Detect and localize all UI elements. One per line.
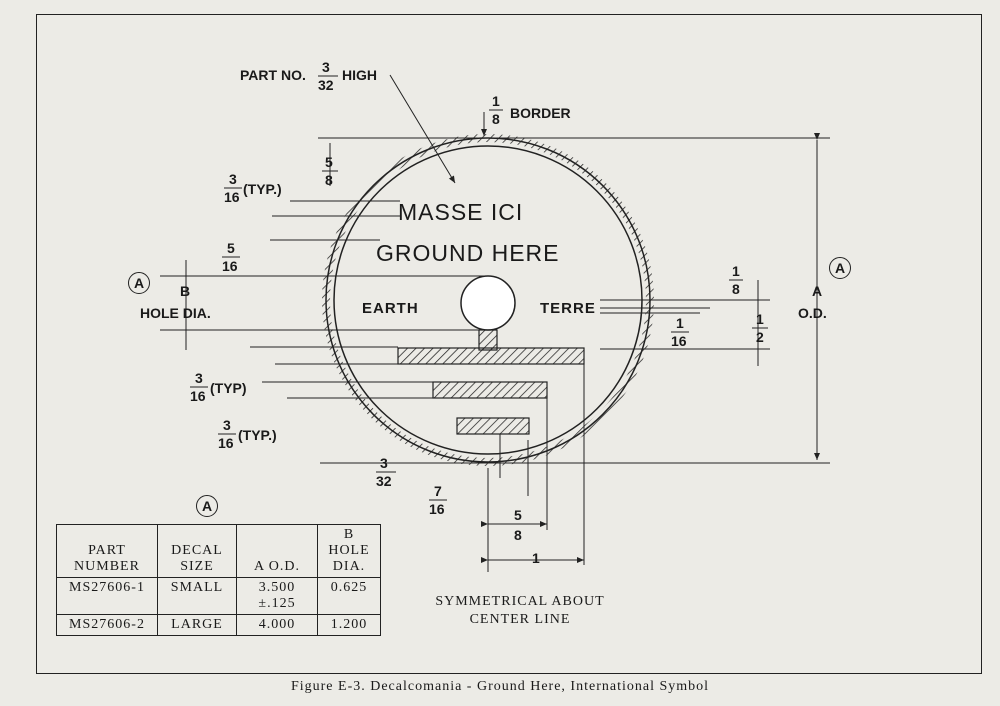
dim-3-16-typ-low: 3 16 (TYP.)	[218, 417, 277, 451]
part-no-high-label: HIGH	[342, 67, 377, 83]
b-label: B	[180, 283, 190, 299]
border-label: BORDER	[510, 105, 571, 121]
header-decal-size: DECAL SIZE	[157, 524, 237, 578]
circled-a-right: A	[829, 257, 851, 279]
dim-5-16: 5 16	[222, 240, 240, 274]
dim-one-label: 1	[532, 550, 540, 566]
drawing-border	[36, 14, 982, 674]
cell-part-number: MS27606-1	[56, 577, 158, 615]
dim-5-8-top: 5 8	[322, 154, 338, 188]
cell-hole-dia: 1.200	[317, 614, 381, 636]
svg-text:5: 5	[325, 154, 333, 170]
svg-text:8: 8	[514, 527, 522, 543]
header-a-od: A O.D.	[236, 524, 318, 578]
dim-3-32-bottom: 3 32	[376, 455, 396, 489]
dim-border-fraction: 1 8	[489, 93, 503, 127]
svg-text:(TYP.): (TYP.)	[238, 427, 277, 443]
svg-text:32: 32	[318, 77, 334, 93]
svg-text:(TYP.): (TYP.)	[243, 181, 282, 197]
svg-text:8: 8	[492, 111, 500, 127]
circled-a-table: A	[196, 495, 218, 517]
table-row: MS27606-1 SMALL 3.500 ±.125 0.625	[56, 577, 381, 615]
dimension-lines	[160, 74, 830, 572]
table-header-row: PART NUMBER DECAL SIZE A O.D. B HOLE DIA…	[56, 524, 381, 578]
ground-bar-2	[432, 381, 548, 399]
figure-caption: Figure E-3. Decalcomania - Ground Here, …	[290, 679, 710, 694]
svg-text:32: 32	[376, 473, 392, 489]
dim-1-2-right: 1 2	[752, 311, 768, 345]
decal-text-masse-ici: MASSE ICI	[398, 199, 523, 225]
svg-text:1: 1	[492, 93, 500, 109]
svg-text:16: 16	[224, 189, 240, 205]
decal-text-ground-here: GROUND HERE	[376, 240, 560, 266]
dim-1-16-right: 1 16	[671, 315, 689, 349]
ground-bar-1	[397, 347, 585, 365]
table-row: MS27606-2 LARGE 4.000 1.200	[56, 614, 381, 636]
dim-part-no-fraction: 3 32	[318, 59, 338, 93]
cell-a-od: 4.000	[236, 614, 318, 636]
dim-3-16-typ-top: 3 16 (TYP.)	[224, 171, 282, 205]
dim-5-8-bottom: 5 8	[514, 507, 522, 543]
svg-text:5: 5	[514, 507, 522, 523]
od-label: O.D.	[798, 305, 827, 321]
a-label: A	[812, 283, 822, 299]
svg-text:16: 16	[222, 258, 238, 274]
dim-1-8-right: 1 8	[729, 263, 743, 297]
cell-a-od: 3.500 ±.125	[236, 577, 318, 615]
ground-bar-3	[456, 417, 530, 435]
cell-decal-size: LARGE	[157, 614, 237, 636]
cell-part-number: MS27606-2	[56, 614, 158, 636]
cell-decal-size: SMALL	[157, 577, 237, 615]
ground-stem	[478, 329, 498, 351]
dim-7-16: 7 16	[429, 483, 447, 517]
svg-text:(TYP): (TYP)	[210, 380, 247, 396]
svg-text:3: 3	[195, 370, 203, 386]
symmetry-note: SYMMETRICAL ABOUT CENTER LINE	[400, 593, 640, 629]
circled-a-left: A	[128, 272, 150, 294]
dim-3-16-typ-mid: 3 16 (TYP)	[190, 370, 247, 404]
symmetry-note-line2: CENTER LINE	[469, 612, 571, 627]
svg-text:3: 3	[229, 171, 237, 187]
header-part-number: PART NUMBER	[56, 524, 158, 578]
svg-text:16: 16	[429, 501, 445, 517]
svg-text:3: 3	[322, 59, 330, 75]
hole-circle	[460, 275, 516, 331]
ground-symbol	[397, 275, 585, 435]
symmetry-note-line1: SYMMETRICAL ABOUT	[435, 594, 605, 609]
part-no-label: PART NO.	[240, 67, 306, 83]
svg-text:3: 3	[380, 455, 388, 471]
hole-dia-label: HOLE DIA.	[140, 305, 211, 321]
svg-text:8: 8	[732, 281, 740, 297]
svg-text:2: 2	[756, 329, 764, 345]
decal-text-terre: TERRE	[540, 300, 596, 317]
svg-text:1: 1	[676, 315, 684, 331]
header-b-hole-dia: B HOLE DIA.	[317, 524, 381, 578]
svg-text:16: 16	[218, 435, 234, 451]
svg-text:1: 1	[732, 263, 740, 279]
svg-text:8: 8	[325, 172, 333, 188]
spec-table: PART NUMBER DECAL SIZE A O.D. B HOLE DIA…	[56, 524, 381, 636]
svg-text:16: 16	[190, 388, 206, 404]
svg-text:1: 1	[756, 311, 764, 327]
decal-text-earth: EARTH	[362, 300, 419, 317]
svg-text:7: 7	[434, 483, 442, 499]
svg-text:3: 3	[223, 417, 231, 433]
svg-text:16: 16	[671, 333, 687, 349]
svg-text:5: 5	[227, 240, 235, 256]
cell-hole-dia: 0.625	[317, 577, 381, 615]
